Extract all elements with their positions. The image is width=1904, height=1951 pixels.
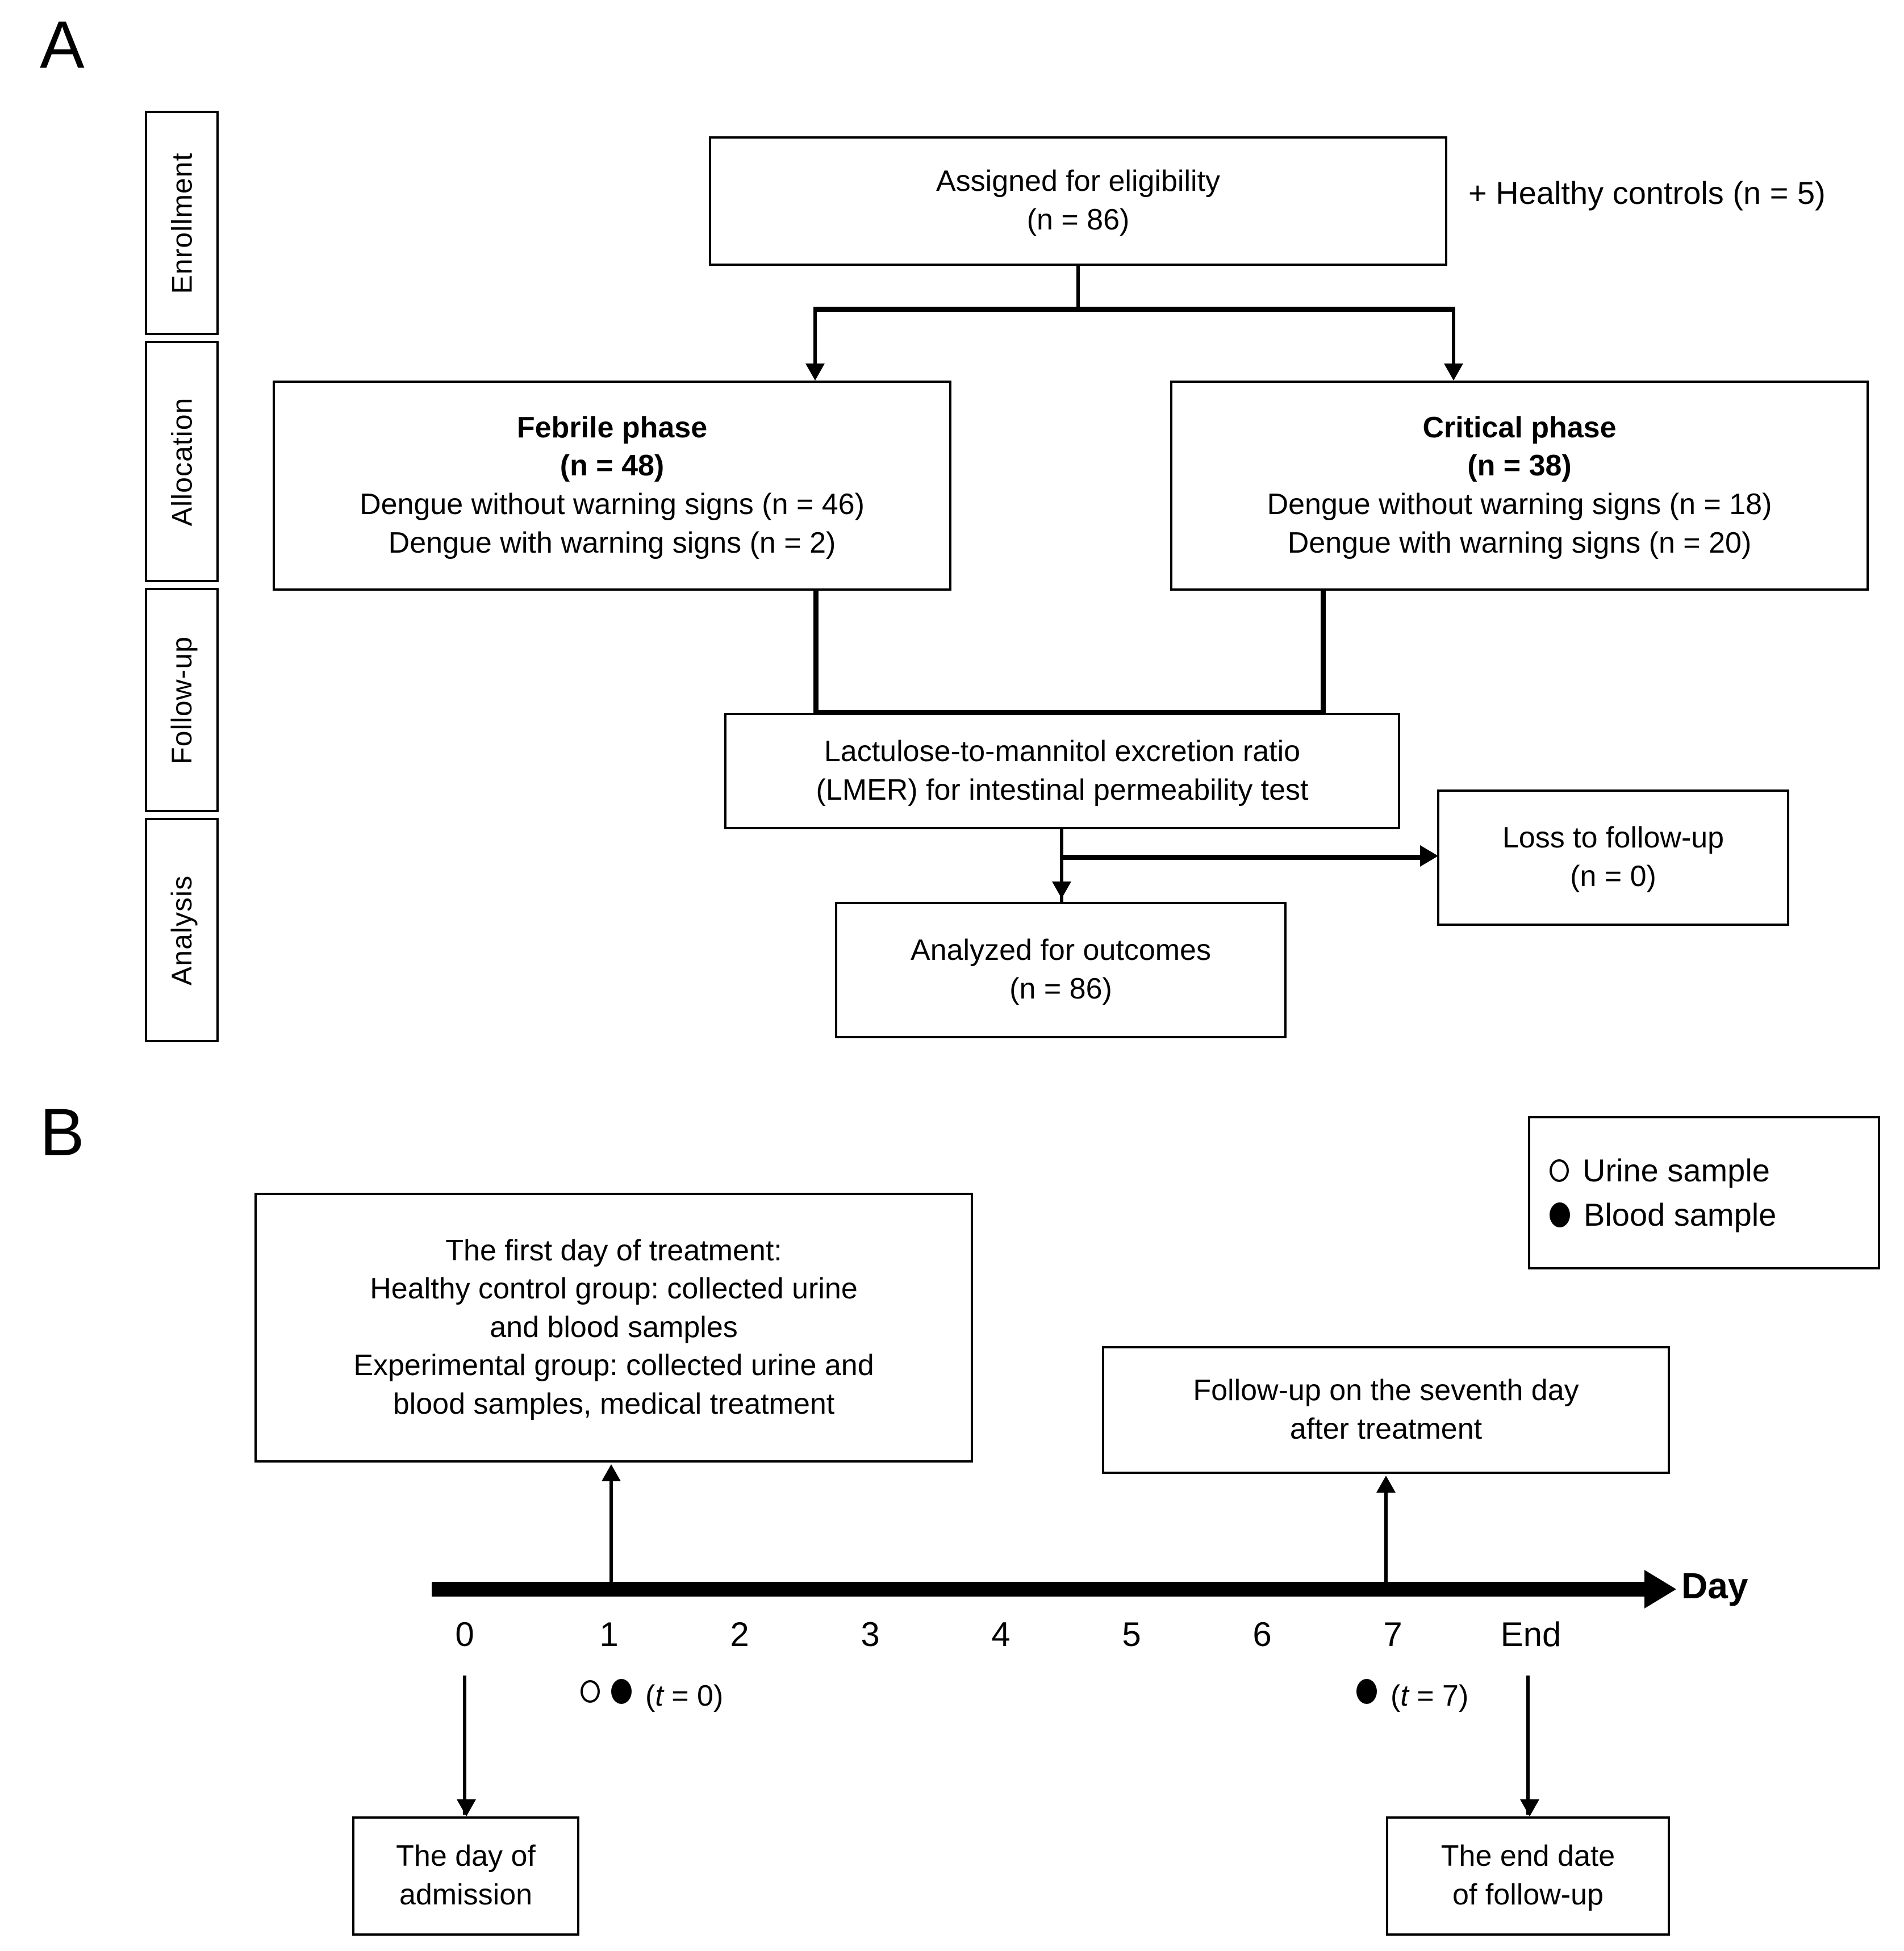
febrile-count: (n = 48) [559,449,665,483]
connector-lmer-down [1060,829,1063,914]
sample-note-t7-prefix: ( [1391,1680,1401,1712]
box-first-day-treatment: The first day of treatment: Healthy cont… [254,1193,973,1463]
connector-split-left [813,307,817,366]
enddate-line-2: of follow-up [1452,1878,1604,1911]
box-followup-seventh-day: Follow-up on the seventh day after treat… [1102,1346,1670,1474]
stage-label-analysis-text: Analysis [166,875,198,985]
sample-marker-urine-day1 [581,1680,600,1703]
arrow-down-to-enddate [1520,1799,1539,1816]
arrow-to-critical [1444,364,1463,381]
day-tick-end: End [1500,1615,1561,1653]
day-tick-7: 7 [1383,1615,1402,1653]
day-tick-0: 0 [455,1615,474,1653]
sample-note-t0-var: t [655,1680,663,1712]
stage-label-followup: Follow-up [145,588,219,812]
timeline-axis-arrowhead [1644,1570,1676,1609]
sample-note-t7-suffix: = 7) [1408,1680,1469,1712]
connector-split-right [1452,307,1455,366]
connector-febrile-down [813,591,819,710]
stage-label-followup-text: Follow-up [166,636,198,764]
box-analyzed-for-outcomes: Analyzed for outcomes (n = 86) [835,902,1287,1038]
sample-note-t7: (t = 7) [1391,1681,1468,1711]
connector-axis-to-treatment [609,1480,613,1590]
stage-label-allocation: Allocation [145,341,219,582]
admission-line-2: admission [399,1878,533,1911]
arrow-to-febrile [805,364,825,381]
timeline-axis [432,1582,1647,1597]
critical-line-1: Dengue without warning signs (n = 18) [1267,488,1772,521]
lmer-line-1: Lactulose-to-mannitol excretion ratio [824,734,1301,768]
febrile-line-1: Dengue without warning signs (n = 46) [360,488,865,521]
eligibility-line-2: (n = 86) [1026,203,1130,236]
admission-line-1: The day of [396,1840,536,1873]
analyzed-line-1: Analyzed for outcomes [911,934,1211,967]
followup-line-1: Follow-up on the seventh day [1193,1373,1579,1407]
arrow-up-to-treatment [602,1464,621,1481]
enddate-line-1: The end date [1440,1840,1615,1873]
day-tick-6: 6 [1252,1615,1272,1653]
sample-marker-blood-day7 [1356,1679,1377,1704]
connector-eligibility-stem [1076,266,1080,310]
box-febrile-phase: Febrile phase (n = 48) Dengue without wa… [273,381,951,591]
treatment-line-3: and blood samples [490,1310,738,1344]
sample-note-t0: (t = 0) [645,1681,723,1711]
treatment-line-2: Healthy control group: collected urine [370,1272,858,1306]
box-loss-to-followup: Loss to follow-up (n = 0) [1437,789,1789,926]
treatment-line-4: Experimental group: collected urine and [353,1349,874,1382]
day-tick-2: 2 [730,1615,749,1653]
open-circle-icon [1550,1159,1569,1182]
day-tick-1: 1 [599,1615,619,1653]
stage-label-enrollment-text: Enrollment [166,152,198,294]
treatment-line-1: The first day of treatment: [445,1234,782,1267]
filled-circle-icon [1550,1202,1570,1227]
stage-label-allocation-text: Allocation [166,397,198,526]
connector-split-bar [813,307,1455,312]
critical-line-2: Dengue with warning signs (n = 20) [1287,526,1752,559]
day-tick-4: 4 [991,1615,1011,1653]
axis-title-day: Day [1681,1565,1748,1606]
connector-axis-to-followup [1384,1491,1388,1590]
panel-label-b: B [40,1095,85,1170]
box-day-of-admission: The day of admission [352,1816,579,1936]
arrow-up-to-followup [1376,1476,1396,1493]
sample-marker-blood-day1 [611,1679,632,1704]
critical-count: (n = 38) [1467,449,1572,483]
day-tick-3: 3 [861,1615,880,1653]
arrow-to-analyzed [1052,881,1071,899]
connector-merge-bar [813,710,1326,715]
treatment-line-5: blood samples, medical treatment [393,1387,835,1421]
connector-end-down [1526,1676,1530,1815]
box-lmer: Lactulose-to-mannitol excretion ratio (L… [724,713,1400,829]
stage-label-analysis: Analysis [145,818,219,1042]
healthy-controls-note: + Healthy controls (n = 5) [1468,175,1826,211]
sample-note-t0-suffix: = 0) [663,1680,724,1712]
legend-sample-types: Urine sample Blood sample [1528,1116,1880,1269]
box-assigned-for-eligibility: Assigned for eligibility (n = 86) [709,136,1447,266]
arrow-to-loss-followup [1420,845,1438,867]
febrile-title: Febrile phase [516,411,708,444]
febrile-line-2: Dengue with warning signs (n = 2) [388,526,836,559]
critical-title: Critical phase [1422,411,1617,444]
sample-note-t0-prefix: ( [645,1680,655,1712]
legend-label-urine: Urine sample [1583,1152,1770,1188]
panel-label-a: A [40,7,85,82]
connector-to-loss [1060,855,1423,860]
analyzed-line-2: (n = 86) [1009,972,1112,1005]
box-end-date-followup: The end date of follow-up [1386,1816,1670,1936]
box-critical-phase: Critical phase (n = 38) Dengue without w… [1170,381,1869,591]
legend-item-blood: Blood sample [1550,1199,1859,1231]
stage-label-enrollment: Enrollment [145,111,219,335]
day-tick-5: 5 [1122,1615,1141,1653]
connector-critical-down [1321,591,1326,710]
eligibility-line-1: Assigned for eligibility [936,165,1221,198]
lmer-line-2: (LMER) for intestinal permeability test [816,773,1309,807]
legend-item-urine: Urine sample [1550,1155,1859,1187]
loss-line-2: (n = 0) [1570,860,1656,893]
loss-line-1: Loss to follow-up [1502,821,1725,855]
legend-label-blood: Blood sample [1584,1197,1777,1233]
followup-line-2: after treatment [1289,1412,1483,1446]
sample-note-t7-var: t [1400,1680,1409,1712]
arrow-down-to-admission [457,1799,476,1816]
connector-day0-down [463,1676,466,1815]
